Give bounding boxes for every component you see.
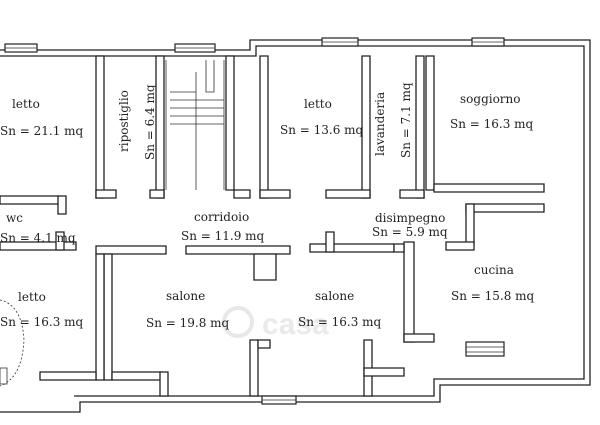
room-name-letto-1: letto	[12, 97, 40, 111]
interior-walls	[0, 55, 545, 397]
room-area-letto-2: Sn = 13.6 mq	[280, 123, 364, 137]
room-area-wc: Sn = 4.1 mq	[0, 231, 76, 245]
watermark: casa	[222, 306, 329, 341]
room-name-soggiorno: soggiorno	[460, 92, 521, 106]
room-area-disimpegno: Sn = 5.9 mq	[372, 225, 448, 239]
room-area-letto-3: Sn = 16.3 mq	[0, 315, 84, 329]
room-name-salone-1: salone	[166, 289, 205, 303]
stamp	[0, 299, 25, 387]
room-name-letto-3: letto	[18, 290, 46, 304]
room-name-lavanderia: lavanderia	[373, 92, 387, 156]
room-labels: letto Sn = 21.1 mq ripostiglio Sn = 6.4 …	[0, 82, 535, 330]
room-area-salone-1: Sn = 19.8 mq	[146, 316, 230, 330]
room-area-ripostiglio: Sn = 6.4 mq	[143, 84, 157, 160]
room-area-letto-1: Sn = 21.1 mq	[0, 124, 84, 138]
room-name-corridoio: corridoio	[194, 210, 249, 224]
room-name-letto-2: letto	[304, 97, 332, 111]
room-area-cucina: Sn = 15.8 mq	[451, 289, 535, 303]
room-name-cucina: cucina	[474, 263, 514, 277]
room-name-wc: wc	[6, 211, 23, 225]
room-name-ripostiglio: ripostiglio	[117, 90, 131, 152]
watermark-text: casa	[262, 308, 329, 341]
room-name-disimpegno: disimpegno	[375, 211, 445, 225]
room-area-soggiorno: Sn = 16.3 mq	[450, 117, 534, 131]
outer-walls	[0, 39, 591, 413]
windows	[4, 37, 505, 405]
room-name-salone-2: salone	[315, 289, 354, 303]
watermark-logo-icon	[222, 306, 254, 338]
room-area-salone-2: Sn = 16.3 mq	[298, 315, 382, 329]
room-area-corridoio: Sn = 11.9 mq	[181, 229, 265, 243]
staircase	[165, 60, 225, 190]
room-area-lavanderia: Sn = 7.1 mq	[399, 82, 413, 158]
